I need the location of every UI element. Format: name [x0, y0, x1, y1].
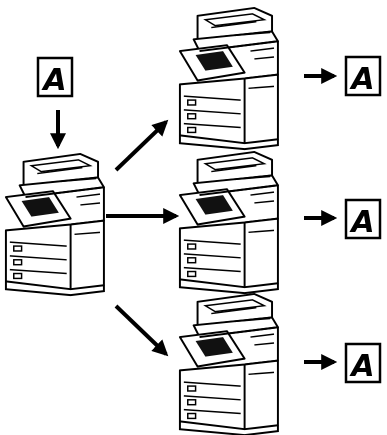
send-arrow-top — [114, 119, 169, 172]
output-document-letter-3: A — [349, 349, 374, 384]
destination-printer-icon-3 — [178, 292, 279, 435]
output-document-letter-2: A — [349, 205, 374, 240]
source-document-letter: A — [41, 63, 66, 98]
output-document-letter-1: A — [349, 62, 374, 97]
send-arrow-bottom — [114, 304, 169, 357]
output-document-2: A — [344, 198, 382, 240]
destination-printer-icon-1 — [178, 6, 279, 151]
source-document: A — [36, 56, 74, 98]
source-printer-icon — [4, 152, 105, 297]
output-document-1: A — [344, 55, 382, 97]
destination-printer-icon-2 — [178, 150, 279, 295]
output-document-3: A — [344, 342, 382, 384]
